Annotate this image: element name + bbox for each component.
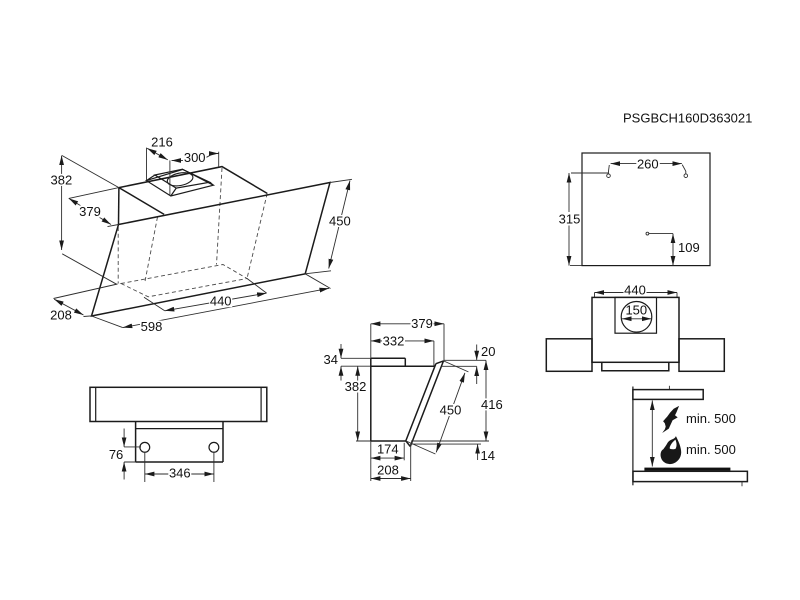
- svg-text:260: 260: [637, 156, 659, 171]
- svg-text:416: 416: [481, 397, 503, 412]
- svg-text:379: 379: [79, 204, 101, 219]
- svg-text:150: 150: [625, 302, 647, 317]
- svg-text:598: 598: [141, 319, 163, 334]
- svg-text:PSGBCH160D363021: PSGBCH160D363021: [623, 111, 752, 126]
- svg-text:208: 208: [377, 463, 399, 478]
- svg-text:208: 208: [50, 307, 72, 322]
- svg-text:174: 174: [377, 442, 399, 457]
- svg-text:450: 450: [440, 402, 462, 417]
- svg-text:382: 382: [51, 172, 73, 187]
- svg-text:min. 500: min. 500: [686, 411, 736, 426]
- svg-text:382: 382: [345, 379, 367, 394]
- svg-text:34: 34: [324, 352, 338, 367]
- svg-text:216: 216: [151, 134, 173, 149]
- svg-text:440: 440: [210, 294, 232, 309]
- svg-text:332: 332: [383, 333, 405, 348]
- svg-text:76: 76: [109, 447, 123, 462]
- svg-text:109: 109: [678, 240, 700, 255]
- svg-text:440: 440: [624, 283, 646, 298]
- svg-text:450: 450: [329, 213, 351, 228]
- svg-text:300: 300: [184, 150, 206, 165]
- svg-text:346: 346: [169, 466, 191, 481]
- svg-text:379: 379: [411, 316, 433, 331]
- svg-text:315: 315: [559, 211, 581, 226]
- svg-text:14: 14: [481, 448, 495, 463]
- svg-text:min. 500: min. 500: [686, 442, 736, 457]
- svg-text:20: 20: [481, 344, 495, 359]
